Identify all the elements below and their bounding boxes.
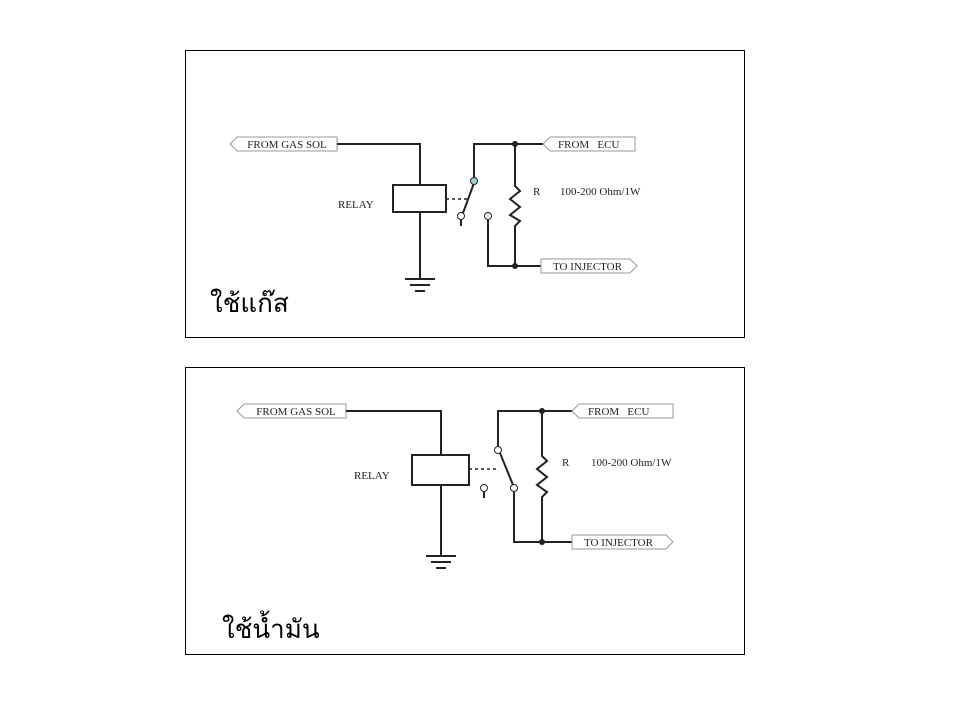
switch-contact-no xyxy=(484,212,492,220)
resistor xyxy=(535,411,549,542)
resistor-value: 100-200 Ohm/1W xyxy=(560,186,641,198)
wire xyxy=(337,143,421,185)
switch-contact-nc xyxy=(457,212,465,220)
ground-icon xyxy=(405,278,435,292)
ground-icon xyxy=(426,555,456,569)
panel-caption: ใช้น้ำมัน xyxy=(222,610,320,645)
panel-frame xyxy=(185,50,745,338)
wire xyxy=(473,143,543,178)
from-ecu-tag xyxy=(542,136,636,152)
to-injector-label: TO INJECTOR xyxy=(553,261,623,273)
switch-contact xyxy=(494,446,502,454)
switch-arm xyxy=(462,182,475,214)
from-ecu-tag xyxy=(571,403,674,419)
wire xyxy=(346,410,442,455)
relay-label: RELAY xyxy=(354,470,390,482)
wire xyxy=(487,220,541,267)
resistor xyxy=(508,144,522,266)
from-ecu-label: FROM ECU xyxy=(558,139,619,151)
to-injector-label: TO INJECTOR xyxy=(584,537,654,549)
switch-common-contact xyxy=(510,484,518,492)
from-gas-sol-label: FROM GAS SOL xyxy=(247,139,327,151)
switch-contact-nc xyxy=(480,484,488,492)
switch-common-contact xyxy=(470,177,478,185)
to-injector-tag xyxy=(571,534,674,550)
relay-label: RELAY xyxy=(338,199,374,211)
resistor-label: R xyxy=(533,186,541,198)
switch-arm xyxy=(499,452,514,486)
wire xyxy=(497,410,572,446)
resistor-value: 100-200 Ohm/1W xyxy=(591,457,672,469)
from-ecu-label: FROM ECU xyxy=(588,406,649,418)
panel-caption: ใช้แก๊ส xyxy=(210,289,289,319)
to-injector-tag xyxy=(540,258,638,274)
resistor-label: R xyxy=(562,457,570,469)
wire xyxy=(513,492,572,543)
from-gas-sol-label: FROM GAS SOL xyxy=(256,406,336,418)
panel-oil: FROM GAS SOL RELAY FROM ECU TO INJECTOR … xyxy=(185,367,745,655)
panel-gas: FROM GAS SOL RELAY FROM ECU TO INJECTOR … xyxy=(185,50,745,338)
